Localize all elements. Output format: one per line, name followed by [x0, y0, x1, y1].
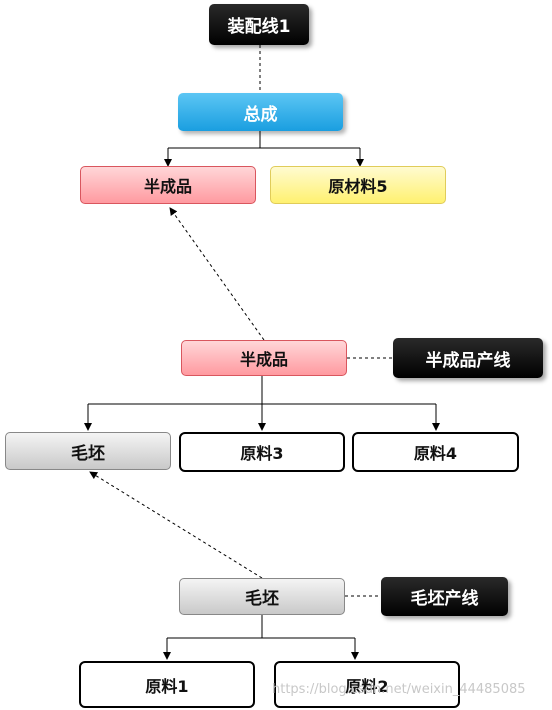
semi-finished-node-mid: 半成品 [181, 340, 347, 376]
semi-finished-line-node: 半成品产线 [393, 338, 543, 378]
raw-1-node: 原料1 [79, 661, 255, 708]
blank-node-left: 毛坯 [5, 432, 171, 470]
final-assembly-node: 总成 [178, 93, 343, 131]
link-blank-mid-to-blank-left [89, 471, 263, 579]
raw-2-node: 原料2 [274, 661, 460, 708]
watermark: https://blog.csdn.net/weixin_44485085 [272, 682, 526, 697]
raw-3-node: 原料3 [179, 432, 345, 472]
link-semi-mid-to-semi-top [169, 207, 265, 341]
blank-line-node: 毛坯产线 [381, 577, 508, 616]
raw-material-5-node: 原材料5 [270, 166, 446, 204]
raw-4-node: 原料4 [352, 432, 519, 472]
assembly-line-node: 装配线1 [209, 4, 309, 45]
semi-finished-node-top: 半成品 [80, 166, 256, 204]
blank-node-mid: 毛坯 [179, 578, 345, 615]
